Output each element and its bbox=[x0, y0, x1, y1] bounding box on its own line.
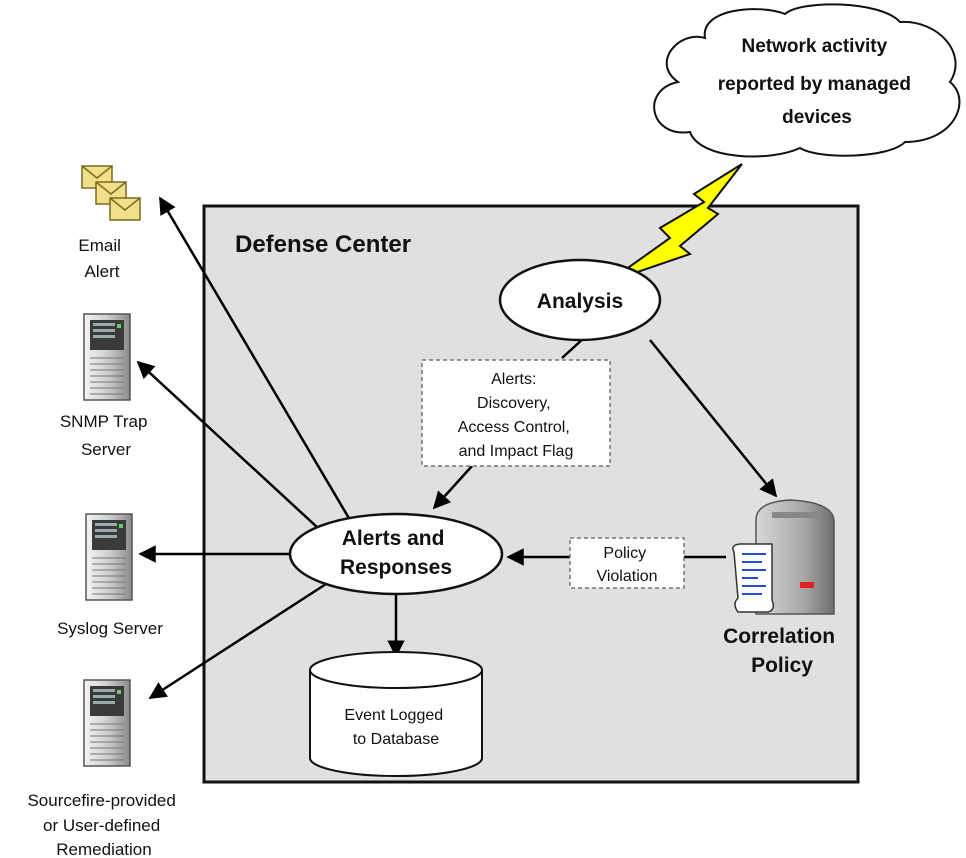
arrow-note-to-alerts bbox=[432, 465, 473, 510]
remediation-text: Sourcefire-provided or User-defined Reme… bbox=[27, 791, 180, 858]
arrow-alerts-to-snmp bbox=[136, 360, 319, 529]
policy-violation-line-1: Policy bbox=[603, 545, 646, 562]
alerts-note-line-4: and Impact Flag bbox=[459, 443, 574, 460]
alerts-note-line-1: Alerts: bbox=[491, 371, 536, 388]
cloud-line-1: Network activity bbox=[741, 36, 887, 57]
alerts-responses-line-2: Responses bbox=[340, 556, 452, 579]
database-line-1: Event Logged bbox=[344, 707, 443, 724]
arrow-alerts-to-email bbox=[158, 196, 352, 521]
arrow-analysis-to-note bbox=[561, 337, 585, 359]
cloud-line-2: reported by managed bbox=[718, 74, 911, 95]
server-icon bbox=[83, 313, 131, 401]
correlation-policy-text: Correlation Policy bbox=[723, 625, 841, 677]
remediation-line-1: Sourcefire-provided bbox=[27, 791, 175, 810]
correlation-policy-line-2: Policy bbox=[751, 654, 813, 677]
server-icon bbox=[85, 513, 133, 601]
scroll-icon bbox=[732, 543, 775, 613]
email-alert-line-2: Alert bbox=[85, 262, 120, 281]
lightning-icon bbox=[607, 163, 743, 283]
email-envelope-icon bbox=[81, 165, 141, 221]
database-text: Event Logged to Database bbox=[344, 707, 447, 748]
alerts-note-line-2: Discovery, bbox=[477, 395, 551, 412]
remediation-line-2: or User-defined bbox=[43, 816, 160, 835]
alerts-responses-node bbox=[288, 512, 504, 596]
policy-violation-line-2: Violation bbox=[596, 568, 657, 585]
database-icon bbox=[309, 651, 483, 777]
defense-center-title: Defense Center bbox=[235, 231, 411, 258]
syslog-text: Syslog Server bbox=[57, 619, 163, 638]
alerts-note-text: Alerts: Discovery, Access Control, and I… bbox=[458, 371, 575, 460]
arrow-alerts-to-remediation bbox=[148, 582, 327, 700]
cloud-icon bbox=[653, 3, 961, 158]
policy-server-icon bbox=[755, 499, 835, 615]
email-alert-line-1: Email bbox=[78, 236, 121, 255]
policy-violation-text: Policy Violation bbox=[596, 545, 657, 585]
arrow-analysis-to-correlation bbox=[649, 339, 778, 498]
alerts-note-line-3: Access Control, bbox=[458, 419, 570, 436]
alerts-responses-line-1: Alerts and bbox=[342, 527, 445, 550]
policy-violation-box bbox=[569, 537, 685, 589]
cloud-text: Network activity reported by managed dev… bbox=[718, 36, 917, 128]
snmp-line-2: Server bbox=[81, 440, 131, 459]
database-line-2: to Database bbox=[353, 731, 439, 748]
analysis-label: Analysis bbox=[537, 290, 623, 313]
analysis-node bbox=[498, 258, 662, 342]
cloud-line-3: devices bbox=[782, 107, 852, 128]
alerts-responses-text: Alerts and Responses bbox=[340, 527, 452, 579]
snmp-line-1: SNMP Trap bbox=[60, 412, 148, 431]
server-icon bbox=[83, 679, 131, 767]
snmp-text: SNMP Trap Server bbox=[60, 412, 152, 459]
remediation-line-3: Remediation bbox=[56, 840, 151, 858]
alerts-note-box bbox=[421, 359, 611, 467]
email-alert-text: Email Alert bbox=[78, 236, 125, 281]
correlation-policy-line-1: Correlation bbox=[723, 625, 835, 648]
